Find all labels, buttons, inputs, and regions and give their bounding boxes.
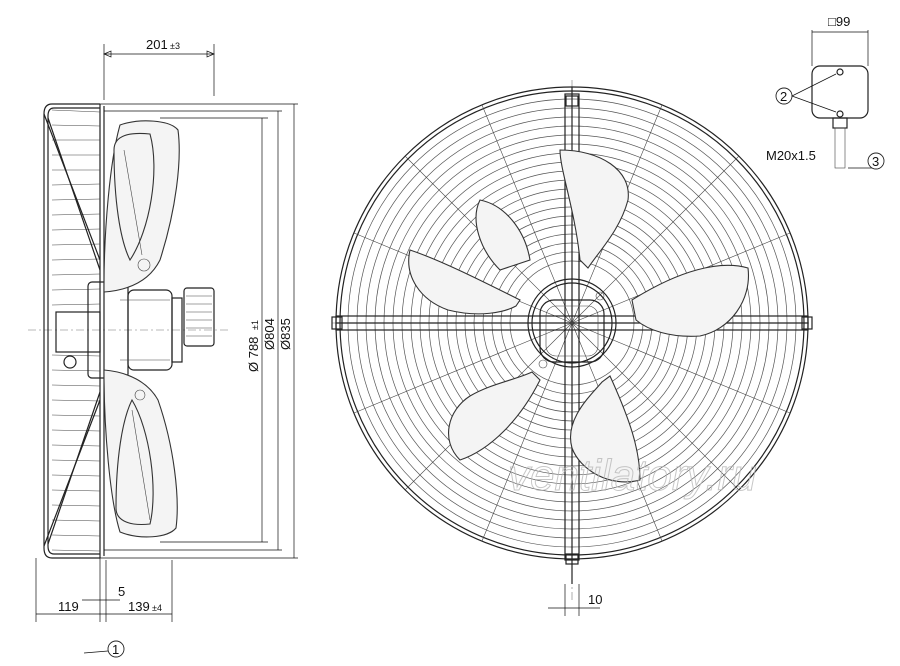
callout-1-label: 1 — [112, 642, 119, 657]
dim-201-value: 201 — [146, 37, 168, 52]
dim-5-value: 5 — [118, 584, 125, 599]
watermark-text: ventilatory.ru — [508, 451, 757, 500]
dimension-labels: 201 ±3 Ø 788 ±1 Ø804 Ø835 5 119 139 ±4 1… — [58, 14, 850, 614]
dim-788-tol: ±1 — [250, 320, 260, 330]
thread-label: M20x1.5 — [766, 148, 816, 163]
side-guard-wires — [43, 109, 101, 552]
callout-3-label: 3 — [872, 154, 879, 169]
dim-119-value: 119 — [58, 599, 79, 614]
dim-139-value: 139 — [128, 599, 150, 614]
dimension-lines — [35, 44, 600, 654]
dim-835-value: Ø835 — [278, 318, 293, 350]
dim-10-value: 10 — [588, 592, 602, 607]
dim-788-value: Ø 788 — [246, 337, 261, 372]
front-view — [331, 80, 813, 600]
dim-201-tol: ±3 — [170, 41, 180, 51]
dim-804-value: Ø804 — [262, 318, 277, 350]
callout-2: 2 — [775, 87, 793, 105]
terminal-box — [791, 30, 872, 169]
dim-139-tol: ±4 — [152, 603, 162, 613]
callout-3: 3 — [867, 152, 885, 170]
callout-1: 1 — [107, 640, 125, 658]
fan-blades — [408, 149, 750, 483]
box-99-value: □99 — [828, 14, 850, 29]
callout-2-label: 2 — [780, 89, 787, 104]
side-view — [28, 103, 230, 559]
